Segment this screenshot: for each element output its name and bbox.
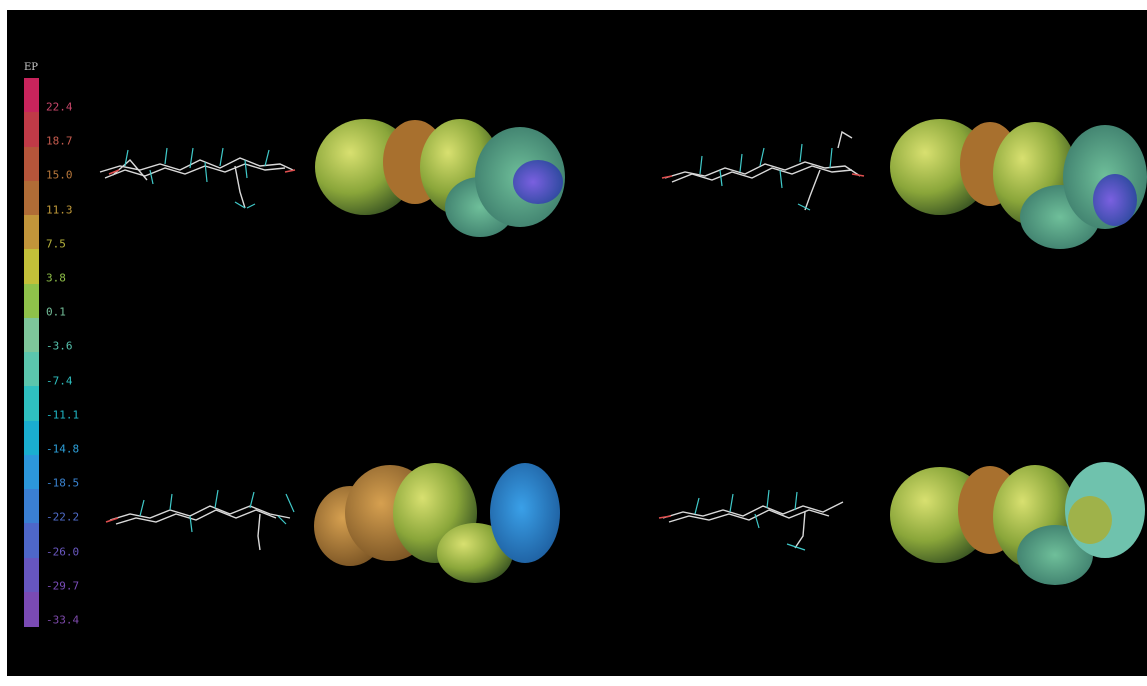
color-scale-segment bbox=[24, 420, 39, 456]
ep-tick-label: 11.3 bbox=[46, 203, 73, 217]
color-scale-segment bbox=[24, 78, 39, 113]
ep-tick-label: 7.5 bbox=[46, 237, 66, 251]
color-scale-segment bbox=[24, 489, 39, 524]
ep-tick-label: -29.7 bbox=[46, 579, 80, 593]
ep-surface-top-right bbox=[885, 112, 1147, 257]
ep-tick-label: -33.4 bbox=[46, 613, 80, 627]
color-scale-segment bbox=[24, 557, 39, 593]
stick-model-top-right bbox=[660, 118, 875, 218]
ep-surface-bottom-left bbox=[310, 458, 565, 588]
ep-tick-label: -14.8 bbox=[46, 442, 80, 456]
molecular-viewer-canvas bbox=[7, 10, 1147, 676]
ep-tick-label: -7.4 bbox=[46, 374, 73, 388]
color-scale-segment bbox=[24, 283, 39, 319]
stick-model-bottom-right bbox=[655, 480, 865, 560]
ep-surface-bottom-right bbox=[885, 455, 1147, 590]
ep-tick-label: -11.1 bbox=[46, 408, 80, 422]
ep-color-scale bbox=[24, 78, 39, 627]
ep-tick-label: 15.0 bbox=[46, 168, 73, 182]
color-scale-segment bbox=[24, 317, 39, 353]
color-scale-segment bbox=[24, 523, 39, 558]
ep-surface-top-left bbox=[310, 112, 575, 247]
ep-tick-label: -3.6 bbox=[46, 339, 73, 353]
ep-tick-label: -26.0 bbox=[46, 545, 80, 559]
color-scale-segment bbox=[24, 591, 39, 627]
color-scale-segment bbox=[24, 386, 39, 421]
color-scale-segment bbox=[24, 146, 39, 182]
color-scale-segment bbox=[24, 249, 39, 284]
stick-model-top-left bbox=[95, 120, 305, 215]
legend-title: EP bbox=[24, 62, 39, 73]
ep-tick-label: -18.5 bbox=[46, 476, 80, 490]
color-scale-segment bbox=[24, 352, 39, 387]
color-scale-segment bbox=[24, 215, 39, 250]
color-scale-segment bbox=[24, 180, 39, 216]
ep-tick-label: 3.8 bbox=[46, 271, 66, 285]
color-scale-segment bbox=[24, 454, 39, 490]
stick-model-bottom-left bbox=[100, 478, 310, 558]
ep-tick-label: -22.2 bbox=[46, 510, 80, 524]
ep-tick-label: 0.1 bbox=[46, 305, 66, 319]
ep-tick-label: 18.7 bbox=[46, 134, 73, 148]
color-scale-segment bbox=[24, 112, 39, 147]
ep-tick-label: 22.4 bbox=[46, 100, 73, 114]
